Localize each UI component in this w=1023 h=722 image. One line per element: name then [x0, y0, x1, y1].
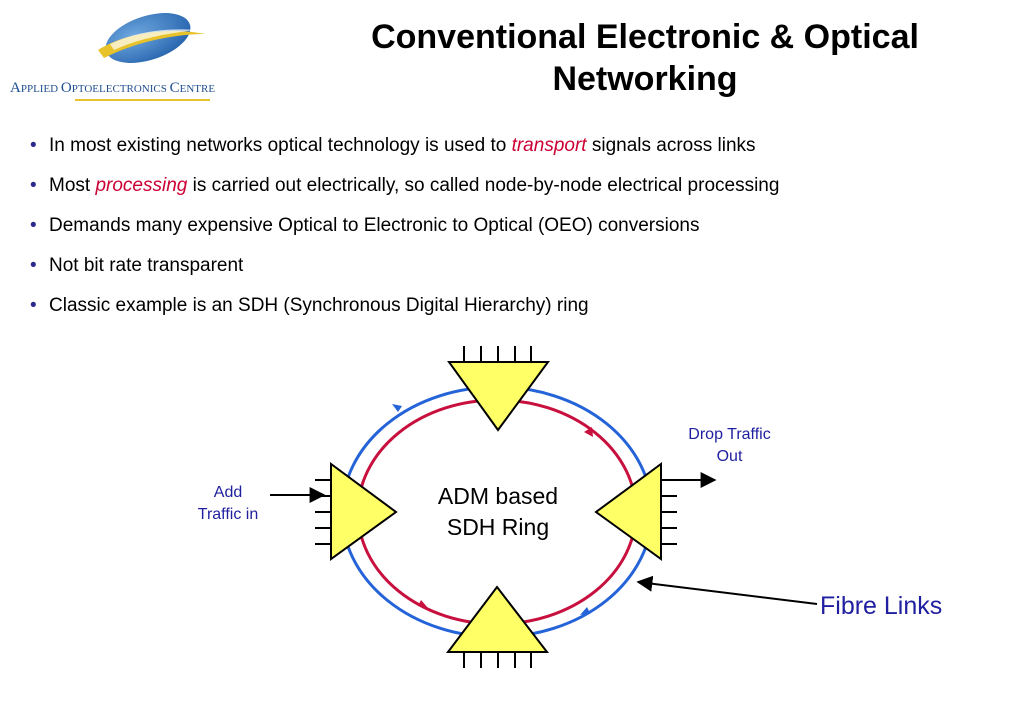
- fibre-links-pointer: [636, 575, 818, 605]
- add-traffic-label: Add Traffic in: [197, 484, 259, 523]
- bullet-dot-icon: •: [30, 295, 37, 316]
- ring-arrow-icon: [584, 427, 593, 437]
- bullet-item: •Most processing is carried out electric…: [30, 173, 779, 213]
- bullet-item: •Demands many expensive Optical to Elect…: [30, 213, 779, 253]
- organization-logo: APPLIED OPTOELECTRONICS CENTRE: [0, 0, 300, 110]
- adm-node-top: [447, 346, 550, 432]
- bullet-dot-icon: •: [30, 135, 37, 156]
- emphasis-processing: processing: [95, 175, 188, 196]
- fibre-links-label: Fibre Links: [820, 592, 943, 620]
- title-line-1: Conventional Electronic & Optical: [371, 18, 919, 56]
- logo-text: APPLIED OPTOELECTRONICS CENTRE: [10, 80, 215, 96]
- ring-arrow-icon: [418, 600, 428, 608]
- bullet-item: •In most existing networks optical techn…: [30, 133, 779, 173]
- adm-node-right: [594, 462, 677, 561]
- adm-node-left: [315, 462, 398, 561]
- emphasis-transport: transport: [511, 135, 587, 156]
- bullet-dot-icon: •: [30, 215, 37, 236]
- slide-title: Conventional Electronic & Optical Networ…: [300, 16, 990, 100]
- ring-arrow-icon: [580, 607, 590, 615]
- bullet-dot-icon: •: [30, 255, 37, 276]
- adm-node-bottom: [445, 585, 550, 668]
- drop-traffic-label: Drop Traffic Out: [688, 426, 771, 465]
- ring-arrow-icon: [392, 404, 402, 412]
- bullet-item: •Not bit rate transparent: [30, 253, 779, 293]
- bullet-item: •Classic example is an SDH (Synchronous …: [30, 293, 779, 333]
- ring-center-label: ADM based SDH Ring: [437, 483, 559, 540]
- bullet-dot-icon: •: [30, 175, 37, 196]
- logo-graphic: APPLIED OPTOELECTRONICS CENTRE: [10, 13, 215, 101]
- logo-swoosh-light: [110, 29, 196, 50]
- bullet-list: •In most existing networks optical techn…: [30, 133, 779, 333]
- title-line-2: Networking: [552, 60, 738, 98]
